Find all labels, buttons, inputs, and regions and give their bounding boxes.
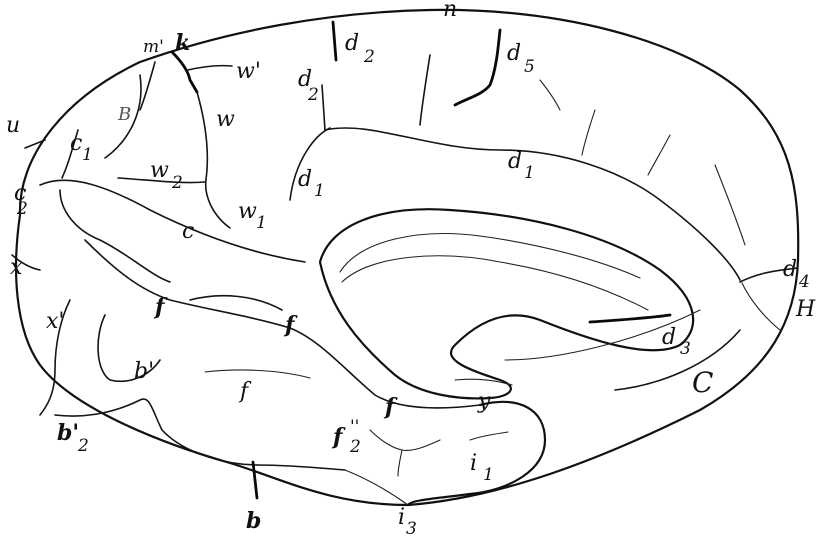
corpus-callosum-outline	[320, 209, 693, 398]
sulcus-k	[172, 52, 197, 92]
label-d2-top-sub: 2	[363, 47, 375, 67]
sulcus-C	[615, 330, 740, 390]
label-x: x	[10, 255, 23, 280]
sulcus-d2-upper	[333, 22, 336, 60]
inner-callosal-line	[340, 234, 640, 278]
label-w1: w	[238, 199, 257, 224]
sulcus-i1	[470, 432, 508, 440]
label-y: y	[477, 389, 491, 414]
label-c: c	[182, 219, 194, 244]
sulcus-f2	[370, 430, 440, 450]
label-d5-sub: 5	[524, 57, 535, 77]
label-i1-sub: 1	[483, 465, 494, 485]
label-d2-top: d	[345, 31, 359, 56]
label-k: k	[175, 30, 190, 56]
label-H: H	[795, 297, 816, 322]
label-b-prime: b'	[134, 359, 154, 384]
label-f-lower: f	[238, 379, 252, 404]
label-i3-sub: 3	[406, 519, 417, 536]
label-f2-sub: 2	[349, 437, 361, 457]
label-w: w	[216, 107, 235, 132]
sulcus-d5	[455, 30, 500, 105]
sulcus-n-branch	[420, 55, 430, 125]
sulcus-f2-branch	[398, 450, 402, 476]
label-b-prime-2-sub: 2	[77, 436, 89, 456]
label-d3: d	[662, 325, 676, 350]
sulcus-mid-3	[715, 165, 745, 245]
label-d1-right: d	[508, 149, 522, 174]
label-d1-right-sub: 1	[524, 163, 535, 183]
sulcus-mid-1	[582, 110, 595, 155]
sulcus-b	[253, 462, 257, 498]
label-b: b	[246, 508, 261, 534]
label-m-prime: m'	[143, 37, 164, 57]
sulcus-d4-branch	[742, 283, 780, 330]
label-d1-left-sub: 1	[314, 181, 325, 201]
label-f2-sup: ''	[350, 417, 359, 437]
sulcus-d2	[322, 85, 325, 130]
label-d5: d	[507, 41, 521, 66]
label-d3-sub: 3	[680, 339, 691, 359]
sulcus-mid-2	[648, 135, 670, 175]
label-d1-left: d	[298, 167, 312, 192]
label-c2-sub: 2	[16, 199, 28, 219]
label-n: n	[443, 0, 457, 22]
label-d4: d	[783, 257, 797, 282]
label-f2: f	[331, 424, 346, 450]
sulcus-d5-branch	[540, 80, 560, 110]
label-c1: c	[70, 131, 82, 156]
sulcus-b-connector	[258, 465, 345, 470]
label-d4-sub: 4	[798, 272, 810, 292]
label-w1-sub: 1	[256, 213, 267, 233]
label-C: C	[692, 366, 713, 399]
label-x-prime: x'	[46, 309, 64, 334]
label-f-mid: f	[283, 312, 298, 338]
label-u: u	[6, 113, 20, 138]
label-c1-sub: 1	[82, 145, 93, 165]
label-B: B	[117, 104, 131, 125]
label-d2-sub: 2	[307, 85, 319, 105]
label-i1: i	[470, 451, 477, 476]
label-w2-sub: 2	[171, 173, 183, 193]
sulcus-f-mid	[205, 370, 310, 378]
label-i3: i	[398, 505, 405, 530]
sulcus-d3	[590, 315, 670, 322]
label-w-prime: w'	[236, 59, 261, 84]
sulcus-m-prime	[140, 62, 155, 110]
sulcus-w-prime	[188, 66, 232, 70]
sulcus-d1	[325, 128, 740, 280]
label-f-right: f	[383, 394, 398, 420]
label-w2: w	[150, 158, 169, 183]
label-b-prime-2: b'	[57, 420, 79, 446]
